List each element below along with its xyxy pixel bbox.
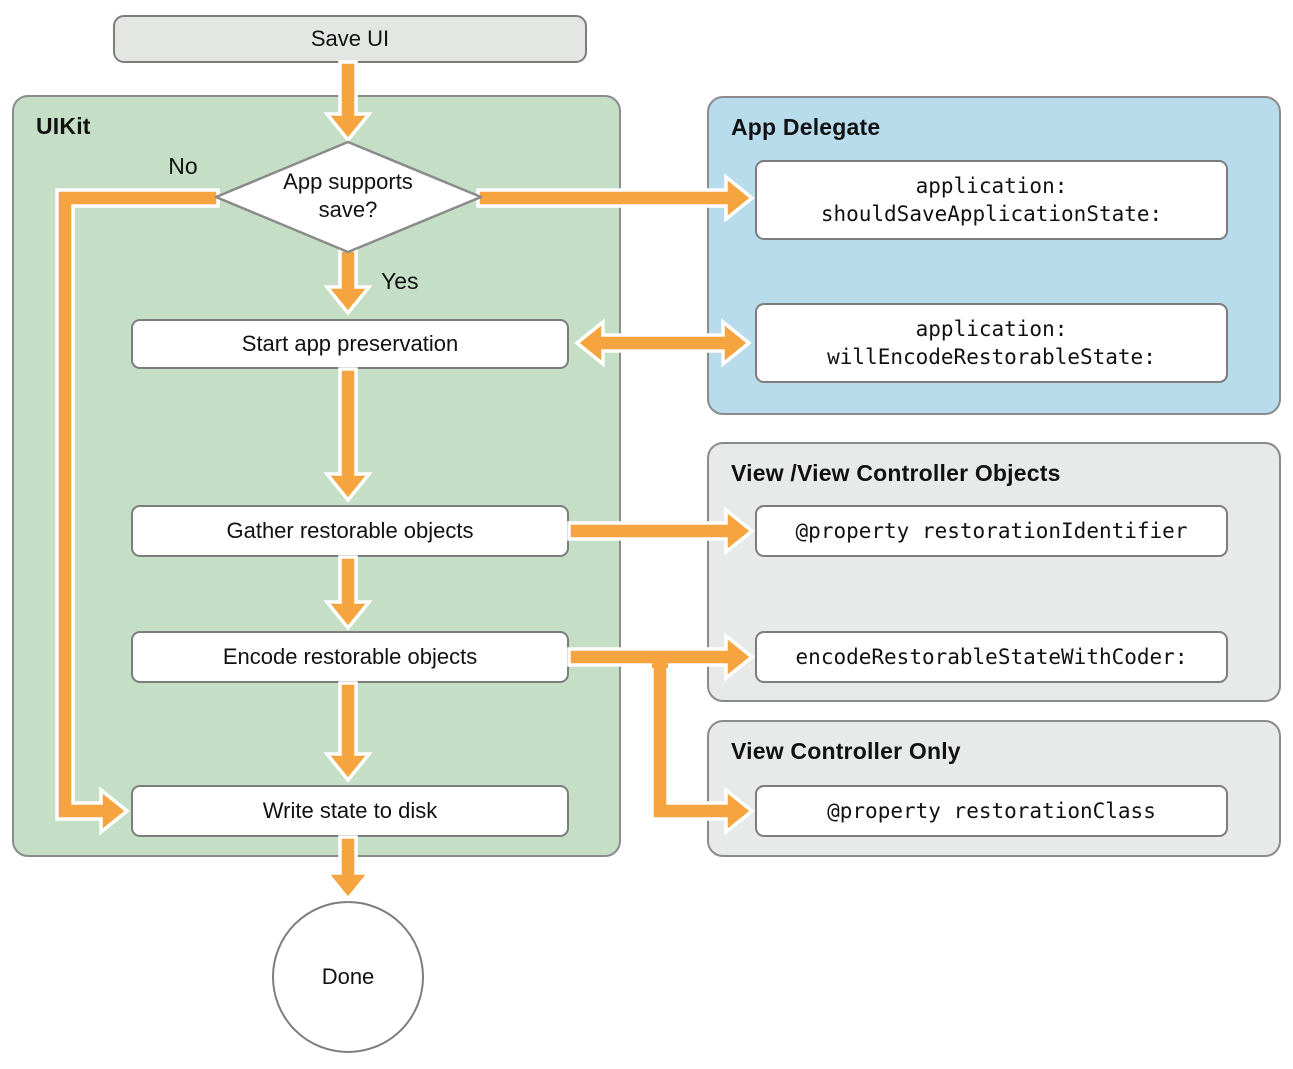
uikit-title: UIKit: [36, 113, 91, 139]
vc-only-title: View Controller Only: [731, 738, 961, 764]
node-encode-restorable-objects: Encode restorable objects: [131, 631, 569, 683]
node-restoration-class: @property restorationClass: [755, 785, 1228, 837]
node-done: Done: [272, 901, 424, 1053]
edge-label-yes: Yes: [381, 268, 419, 294]
node-encode-restorable-state-with-coder: encodeRestorableStateWithCoder:: [755, 631, 1228, 683]
node-gather-restorable-objects: Gather restorable objects: [131, 505, 569, 557]
decision-label: App supports save?: [283, 169, 413, 222]
node-write-state-to-disk: Write state to disk: [131, 785, 569, 837]
node-save-ui: Save UI: [113, 15, 587, 63]
edge-label-no: No: [168, 153, 198, 179]
arrow-junction-patch: [652, 656, 668, 668]
node-will-encode-restorable-state: application: willEncodeRestorableState:: [755, 303, 1228, 383]
node-restoration-identifier: @property restorationIdentifier: [755, 505, 1228, 557]
node-should-save-application-state: application: shouldSaveApplicationState:: [755, 160, 1228, 240]
app-delegate-title: App Delegate: [731, 114, 881, 140]
node-start-app-preservation: Start app preservation: [131, 319, 569, 369]
view-vc-objects-title: View /View Controller Objects: [731, 460, 1061, 486]
